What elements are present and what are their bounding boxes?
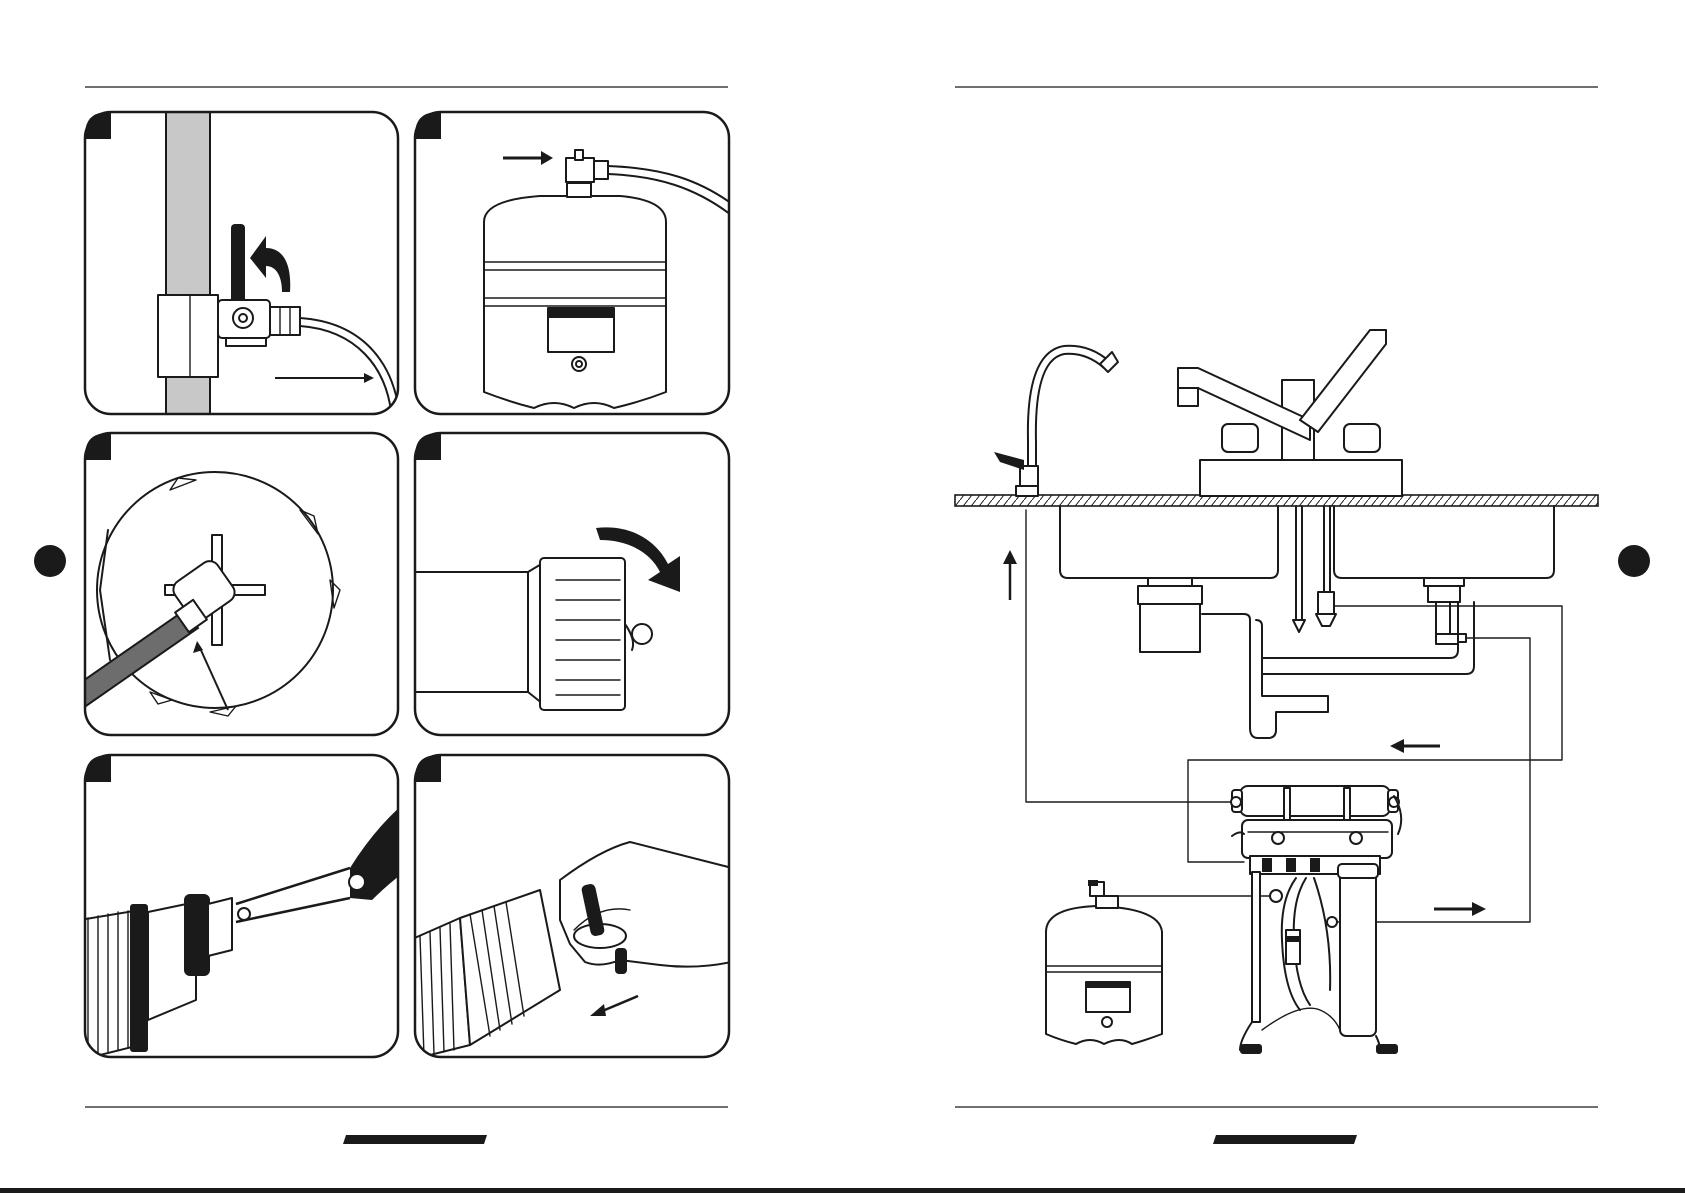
panel-3-quick-connect (70, 433, 398, 735)
mounting-bracket (1242, 820, 1392, 858)
right-page (955, 87, 1650, 1144)
straight-arrow-icon (600, 996, 638, 1012)
page-side-marker-icon (1618, 545, 1650, 577)
panel-2-corner-tab (415, 112, 441, 139)
storage-tank-small (1046, 880, 1162, 1044)
kitchen-faucet (1178, 330, 1402, 496)
drain-saddle (1424, 578, 1466, 644)
panel-6-corner-tab (415, 755, 441, 782)
sink-basin-left (1060, 506, 1278, 578)
compression-nut (270, 307, 300, 335)
panel-3-corner-tab (85, 433, 111, 460)
feed-valve-adapter (1318, 592, 1334, 614)
garbage-disposal (1138, 578, 1202, 652)
curved-arrow-icon (250, 236, 290, 292)
panel-1-corner-tab (85, 112, 111, 139)
filter-canister (1340, 870, 1376, 1036)
page-side-marker-icon (34, 545, 66, 577)
panel-4-corner-tab (415, 433, 441, 460)
footer-bar-icon (1213, 1135, 1357, 1144)
panel-1-feed-valve (85, 100, 400, 430)
footer-bar-icon (343, 1135, 487, 1144)
vertical-pipe (166, 100, 210, 430)
panel-2-tank-valve (415, 112, 740, 414)
membrane-housing (1240, 786, 1390, 816)
drain-pipe (1202, 614, 1328, 738)
panel-6-hand-pull (410, 755, 740, 1060)
bottom-edge-strip (0, 1188, 1685, 1193)
pipe-clamp (158, 295, 218, 377)
panel-4-housing-turn (410, 433, 729, 735)
valve-handle (231, 224, 245, 306)
feed-tube (300, 318, 400, 420)
panel-5-corner-tab (85, 755, 111, 782)
flow-restrictor (1286, 930, 1300, 964)
pliers-jaw-lower (236, 898, 350, 922)
pliers-jaw-upper (236, 868, 350, 904)
tank-ball-valve (566, 158, 594, 182)
ro-faucet (994, 346, 1118, 496)
frame-foot-right (1376, 1044, 1398, 1054)
panel-5-pliers (80, 755, 420, 1060)
ro-system-unit (1231, 786, 1401, 1054)
housing-ring (540, 558, 625, 710)
frame-foot-left (1240, 1044, 1262, 1054)
left-page (0, 87, 1685, 1193)
sink-basin-right (1334, 506, 1554, 578)
filter-housing-body (410, 572, 530, 692)
frame-leg-left (1252, 872, 1260, 1022)
storage-tank (484, 196, 666, 408)
tube-faucet (1026, 510, 1236, 802)
